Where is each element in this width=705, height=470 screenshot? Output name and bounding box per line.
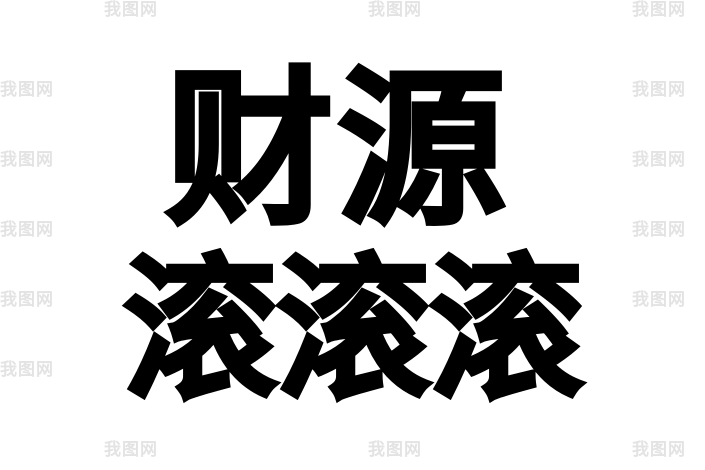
watermark: 我图网 bbox=[0, 290, 54, 310]
calligraphy-line-1: 财源 bbox=[164, 50, 510, 248]
watermark: 我图网 bbox=[0, 80, 54, 100]
watermark: 我图网 bbox=[632, 150, 686, 170]
watermark: 我图网 bbox=[104, 0, 158, 20]
watermark: 我图网 bbox=[0, 220, 54, 240]
watermark: 我图网 bbox=[632, 0, 686, 20]
watermark: 我图网 bbox=[632, 290, 686, 310]
calligraphy-line-2: 滚滚滚 bbox=[121, 238, 586, 421]
watermark: 我图网 bbox=[0, 150, 54, 170]
watermark: 我图网 bbox=[632, 440, 686, 460]
watermark: 我图网 bbox=[368, 0, 422, 20]
watermark: 我图网 bbox=[368, 440, 422, 460]
watermark: 我图网 bbox=[632, 80, 686, 100]
watermark: 我图网 bbox=[0, 360, 54, 380]
watermark: 我图网 bbox=[632, 220, 686, 240]
watermark: 我图网 bbox=[104, 440, 158, 460]
